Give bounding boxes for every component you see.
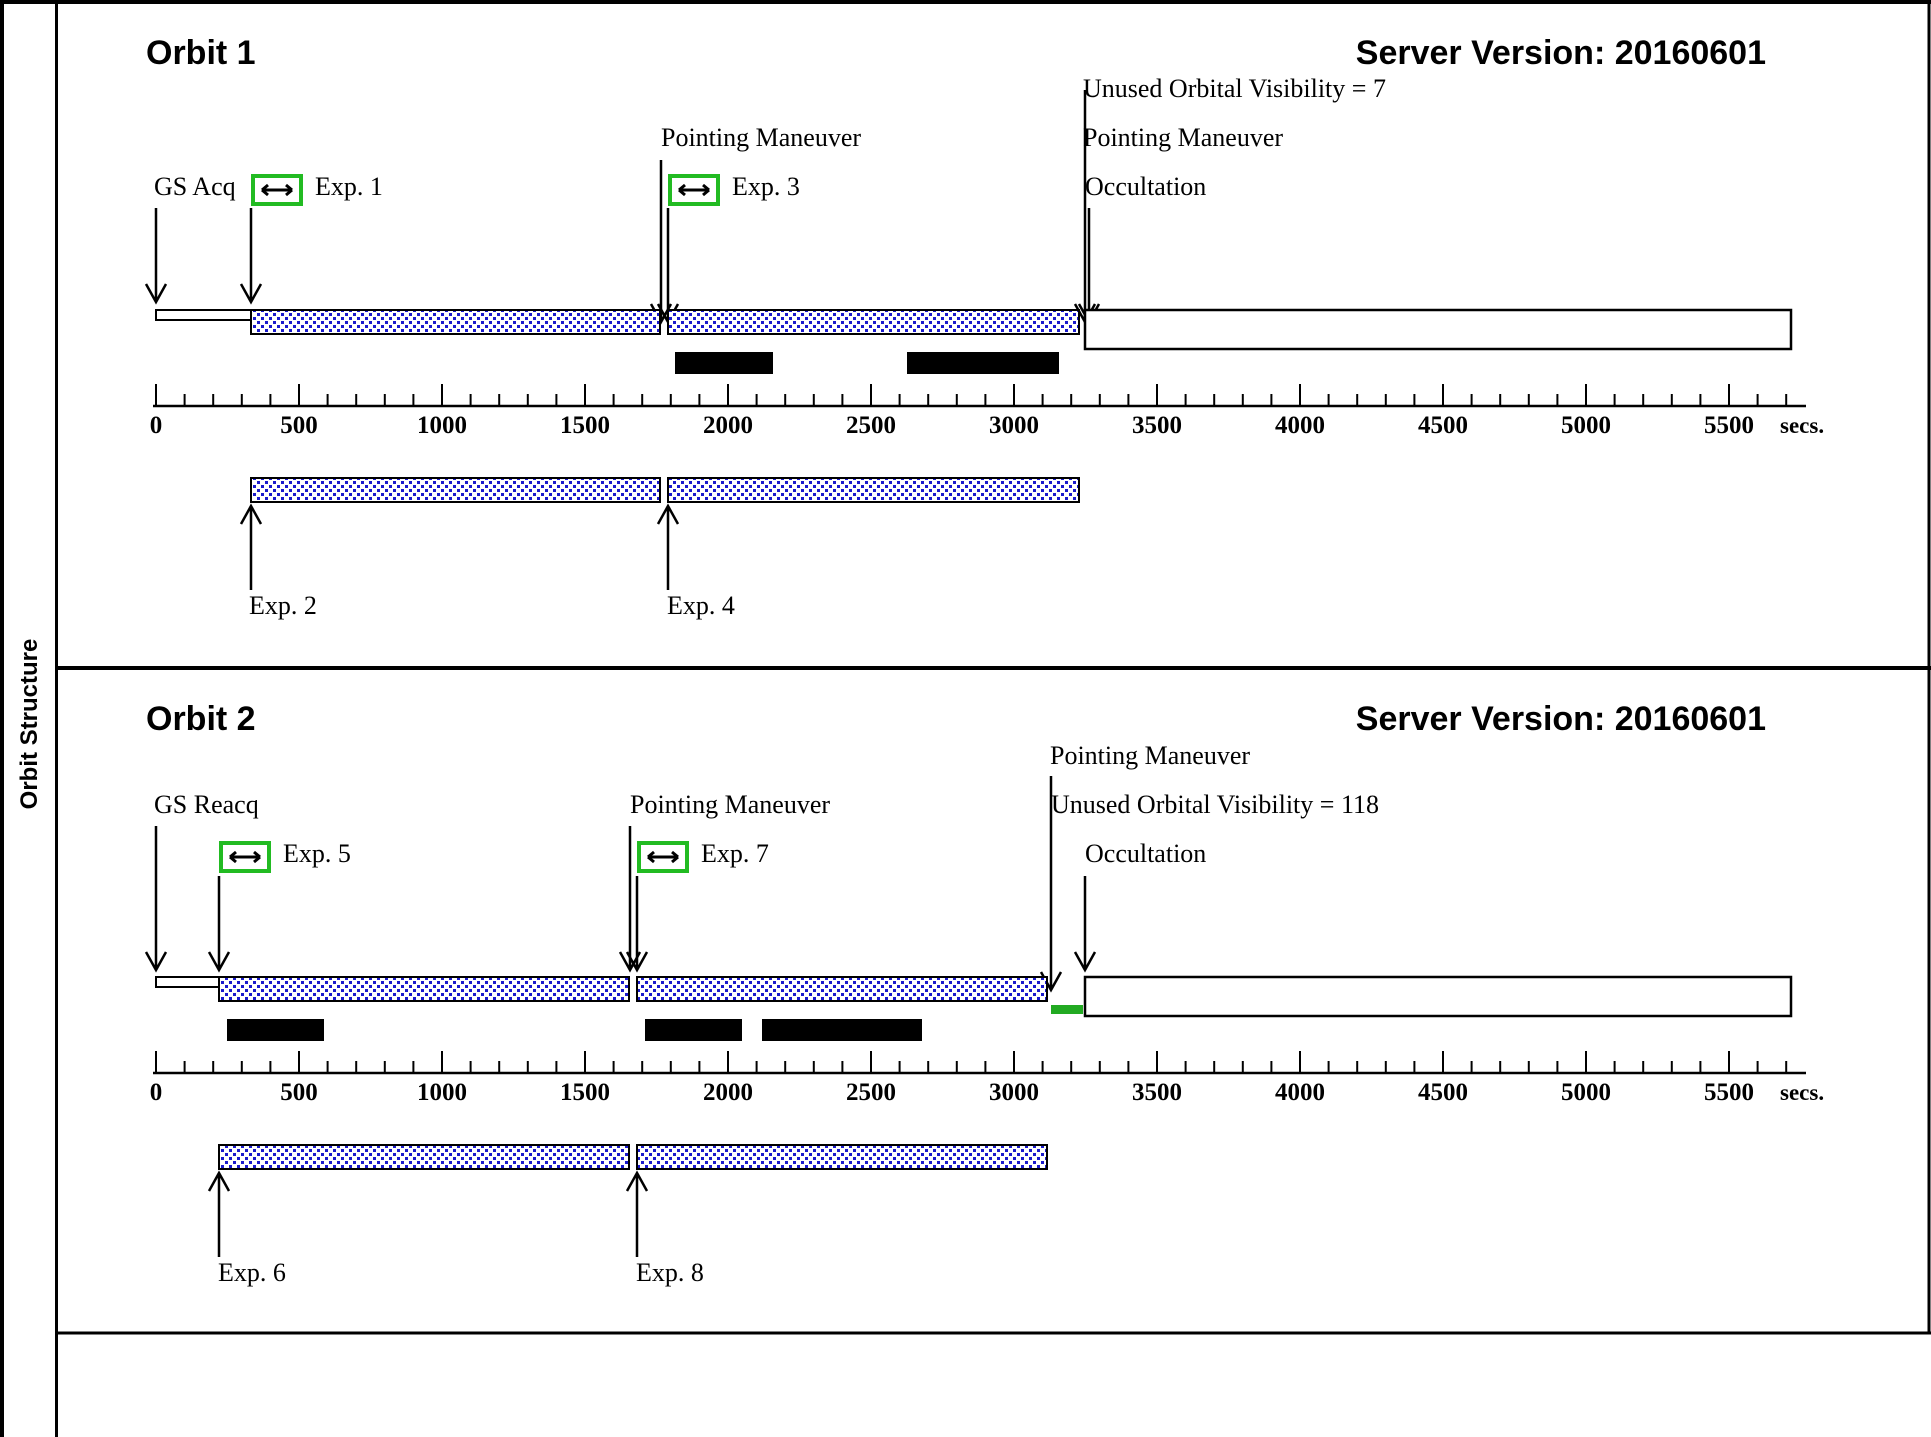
orbit-2-tick-label: 1000 [417,1079,467,1106]
orbit-1-tick-label: 0 [150,412,163,439]
orbit-2-exposure-8-arrow [625,1170,649,1257]
orbit-1-axis-tick-labels: 0 500 1000 1500 2000 2500 3000 3500 4000… [150,412,1754,439]
orbit-2-block-1 [227,1019,324,1041]
orbit-1-end-arrow-2 [1077,208,1101,325]
orbit-2-exposure-6-arrow [207,1170,231,1257]
orbit-1-tick-label: 1500 [560,412,610,439]
orbit-2-tick-label: 4500 [1418,1079,1468,1106]
orbit-2-tick-label: 3000 [989,1079,1039,1106]
orbit-1-exposure-1-icon [251,174,303,206]
orbit-1-unused-visibility-label: Unused Orbital Visibility = 7 [1083,74,1386,103]
orbit-1-tick-label: 500 [280,412,318,439]
orbit-1-tick-label: 4500 [1418,412,1468,439]
orbit-2-exposure-8-label: Exp. 8 [636,1258,704,1287]
orbit-2-tick-label: 1500 [560,1079,610,1106]
orbit-1-block-2 [907,352,1059,374]
orbit-1-axis-unit: secs. [1780,413,1824,438]
orbit-1-bottom-arrows [239,503,680,590]
orbit-2-unused-visibility-label: Unused Orbital Visibility = 118 [1051,790,1379,819]
orbit-1-block-1 [675,352,773,374]
orbit-2-axis-unit: secs. [1780,1080,1824,1105]
orbit-2-tick-label: 2500 [846,1079,896,1106]
orbit-1-tick-label: 3500 [1132,412,1182,439]
orbit-2-tick-label: 4000 [1275,1079,1325,1106]
orbit-2-pointing-maneuver-mid-label: Pointing Maneuver [630,790,830,819]
orbit-2-tick-label: 3500 [1132,1079,1182,1106]
orbit-1-pointing-maneuver-end-label: Pointing Maneuver [1083,123,1283,152]
orbit-1-title: Orbit 1 [146,34,256,72]
orbit-2-server-version: Server Version: 20160601 [1356,700,1766,738]
orbit-2-block-2 [645,1019,742,1041]
orbit-1-exposure-2-arrow [239,503,263,590]
orbit-2-exposure-5-label: Exp. 5 [283,839,351,868]
orbit-1-server-version: Server Version: 20160601 [1356,34,1766,72]
orbit-2-bottom-arrows [207,1170,649,1257]
orbit-1-tick-label: 1000 [417,412,467,439]
orbit-1-tick-label: 2000 [703,412,753,439]
orbit-1-exposure-2-label: Exp. 2 [249,591,317,620]
orbit-1-exposure-1-arrow [239,208,263,305]
orbit-1-exposure-4-arrow [656,503,680,590]
orbit-1-exposure-3-icon [668,174,720,206]
orbit-2-exposure-7-bar [636,976,1048,1002]
orbit-2-panel: Orbit 2 Server Version: 20160601 Pointin… [144,700,1824,1287]
orbit-2-occultation-label: Occultation [1085,839,1206,868]
orbit-1-exposure-4-label: Exp. 4 [667,591,735,620]
orbit-structure-sidebar: Orbit Structure [0,0,58,1437]
orbit-2-unused-visibility-bar [1051,1005,1083,1014]
orbit-2-axis: 0 500 1000 1500 2000 2500 3000 3500 4000… [150,1051,1824,1106]
orbit-2-occultation-bar [1083,975,1793,1018]
orbit-2-tick-label: 0 [150,1079,163,1106]
orbit-1-gs-arrow [144,208,168,305]
orbit-2-tick-label: 5500 [1704,1079,1754,1106]
orbit-1-pointing-maneuver-mid-label: Pointing Maneuver [661,123,861,152]
orbit-1-tick-label: 4000 [1275,412,1325,439]
orbit-1-tick-label: 5000 [1561,412,1611,439]
orbit-2-exposure-8-bar [636,1144,1048,1170]
orbit-2-exposure-6-bar [218,1144,630,1170]
orbit-2-gs-arrow [144,826,168,973]
orbit-1-occultation-label: Occultation [1085,172,1206,201]
orbit-2-title: Orbit 2 [146,700,256,738]
orbit-1-axis: 0 500 1000 1500 2000 2500 3000 3500 4000… [150,384,1824,439]
orbit-2-pointing-maneuver-end-label: Pointing Maneuver [1050,741,1250,770]
orbit-2-exposure-5-bar [218,976,630,1002]
orbit-1-tick-label: 3000 [989,412,1039,439]
orbit-2-exposure-7-label: Exp. 7 [701,839,769,868]
orbit-2-exposure-5-icon [219,841,271,873]
orbit-2-exposure-6-label: Exp. 6 [218,1258,286,1287]
orbit-1-exposure-1-bar [250,309,661,335]
orbit-1-exposure-3-label: Exp. 3 [732,172,800,201]
orbit-2-tick-label: 2000 [703,1079,753,1106]
orbit-2-exposure-7-arrow [625,876,649,973]
orbit-2-occultation-arrow [1073,876,1097,973]
orbit-2-tick-label: 500 [280,1079,318,1106]
orbit-2-gs-label: GS Reacq [154,790,259,819]
orbit-1-tick-label: 5500 [1704,412,1754,439]
orbit-2-axis-tick-labels: 0 500 1000 1500 2000 2500 3000 3500 4000… [150,1079,1754,1106]
orbit-2-gs-reacq-bar [155,976,220,988]
orbit-1-gs-acq-bar [155,309,252,321]
orbit-2-exposure-5-arrow [207,876,231,973]
orbit-1-exposure-3-bar [667,309,1080,335]
orbit-1-exposure-2-bar [250,477,661,503]
orbit-1-exposure-1-label: Exp. 1 [315,172,383,201]
orbit-1-panel: Orbit 1 Server Version: 20160601 Unused … [144,34,1824,620]
orbit-1-gs-label: GS Acq [154,172,236,201]
orbit-1-tick-label: 2500 [846,412,896,439]
orbit-1-exposure-4-bar [667,477,1080,503]
orbit-2-exposure-7-icon [637,841,689,873]
orbit-2-tick-label: 5000 [1561,1079,1611,1106]
orbit-1-occultation-bar [1083,308,1793,351]
orbit-2-block-3 [762,1019,922,1041]
orbit-2-event-arrows [144,776,1097,993]
